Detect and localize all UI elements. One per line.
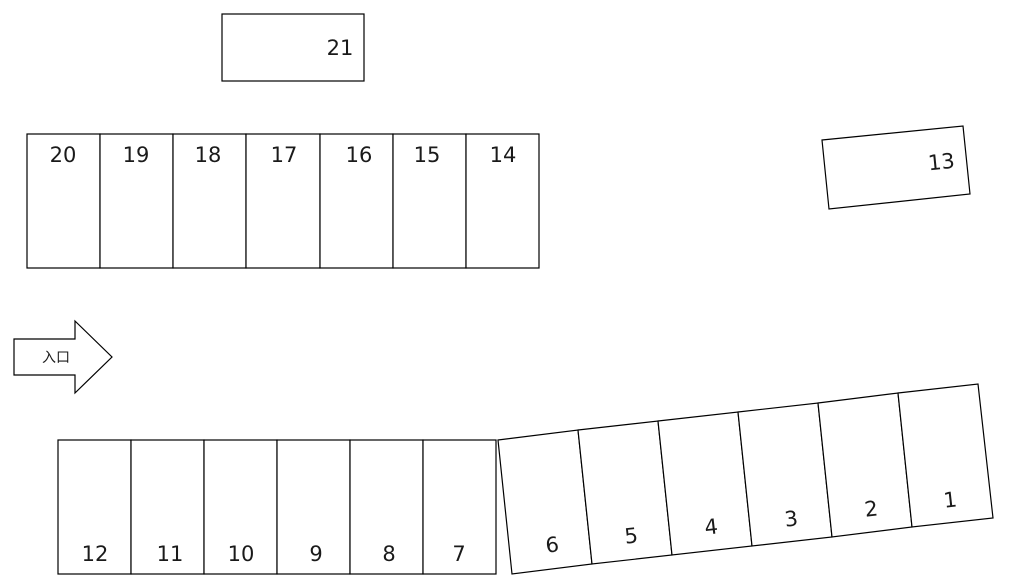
stall-18: 18 <box>172 133 247 269</box>
stall-10-number: 10 <box>228 542 255 566</box>
stall-17: 17 <box>245 133 321 269</box>
stall-1-number: 1 <box>942 487 958 512</box>
stall-11-number: 11 <box>157 542 184 566</box>
stall-13: 13 <box>821 125 971 210</box>
stall-15-number: 15 <box>414 143 441 167</box>
stall-17-number: 17 <box>271 143 298 167</box>
stall-15: 15 <box>392 133 467 269</box>
stall-8-number: 8 <box>382 542 395 566</box>
stall-3: 3 <box>737 402 833 547</box>
stall-4: 4 <box>657 411 753 556</box>
stall-13-number: 13 <box>927 149 956 176</box>
stall-21: 21 <box>221 13 365 82</box>
stall-6: 6 <box>497 429 593 575</box>
stall-3-number: 3 <box>783 506 799 531</box>
stall-21-number: 21 <box>327 36 354 60</box>
stall-2: 2 <box>817 392 913 538</box>
stall-6-number: 6 <box>544 532 560 557</box>
stall-12-number: 12 <box>82 542 109 566</box>
stall-10: 10 <box>203 439 278 575</box>
stall-8: 8 <box>349 439 424 575</box>
stall-5-number: 5 <box>623 523 639 548</box>
stall-5: 5 <box>577 420 673 565</box>
stall-14: 14 <box>465 133 540 269</box>
stall-12: 12 <box>57 439 132 575</box>
stall-1: 1 <box>897 383 994 528</box>
stall-20-number: 20 <box>50 143 77 167</box>
stall-16-number: 16 <box>346 143 373 167</box>
stall-19-number: 19 <box>123 143 150 167</box>
stall-9: 9 <box>276 439 351 575</box>
stall-14-number: 14 <box>490 143 517 167</box>
stall-18-number: 18 <box>195 143 222 167</box>
stall-20: 20 <box>26 133 101 269</box>
stall-2-number: 2 <box>863 496 879 521</box>
stall-row-tilted: 6 5 4 3 2 1 <box>497 383 994 575</box>
stall-4-number: 4 <box>703 514 719 539</box>
stall-16: 16 <box>319 133 394 269</box>
stall-row-bottom: 12 11 10 9 8 7 <box>57 439 497 575</box>
stall-19: 19 <box>99 133 174 269</box>
entrance-label: 入口 <box>42 350 70 366</box>
entrance-arrow: 入口 <box>13 319 113 395</box>
stall-row-top: 20 19 18 17 16 15 14 <box>26 133 540 269</box>
stall-9-number: 9 <box>309 542 322 566</box>
stall-7-number: 7 <box>452 542 465 566</box>
stall-7: 7 <box>422 439 497 575</box>
stall-11: 11 <box>130 439 205 575</box>
